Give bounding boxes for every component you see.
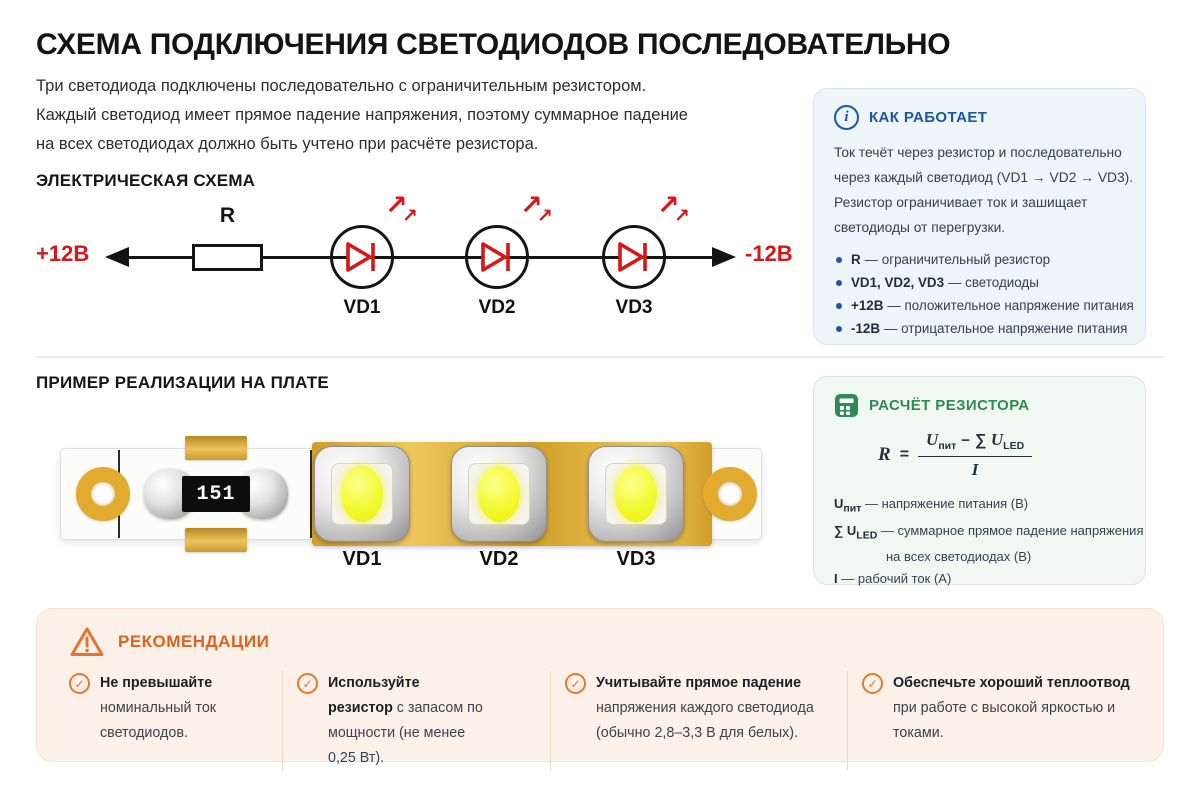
legend-term: +12В [851, 298, 884, 313]
legend-item: +12В— положительное напряжение питания [834, 294, 1134, 317]
formula-fraction: Uпит − ∑ ULED I [918, 430, 1033, 480]
info-icon-glyph: i [844, 109, 849, 125]
body-line: Ток течёт через резистор и последователь… [834, 145, 1122, 160]
smd-resistor: 151 [182, 476, 250, 512]
warning-icon [70, 627, 104, 656]
recommendations-title: РЕКОМЕНДАЦИИ [118, 632, 270, 651]
bullet-dot [836, 326, 842, 332]
definition-line: ∑ ULED — суммарное прямое падение напряж… [834, 522, 1144, 542]
smd-led-vd3 [588, 446, 684, 542]
section-divider [36, 356, 1164, 358]
resistor-calc-title: РАСЧЁТ РЕЗИСТОРА [869, 397, 1030, 414]
resistor-formula: R = Uпит − ∑ ULED I [878, 430, 1125, 480]
formula-numerator: Uпит − ∑ ULED [918, 430, 1033, 458]
led-chip [615, 466, 657, 522]
legend-desc: — ограничительный резистор [864, 252, 1051, 267]
solder-pad [185, 528, 247, 552]
formula-equals: = [899, 446, 910, 464]
led-symbol-vd2 [465, 225, 529, 289]
mounting-hole-right [703, 467, 757, 521]
check-icon: ✓ [69, 673, 90, 694]
body-line: Резистор ограничивает ток и зашищает [834, 195, 1088, 210]
recommendation-item: ✓ Обеспечьте хороший теплоотвод при рабо… [847, 671, 1133, 771]
recommendation-item: ✓ Учитывайте прямое падение напряжения к… [550, 671, 847, 771]
plus-terminal-label: +12В [36, 241, 90, 266]
check-icon: ✓ [565, 673, 586, 694]
bullet-dot [836, 303, 842, 309]
legend-item: -12В— отрицательное напряжение питания [834, 317, 1128, 340]
smd-led-vd2 [451, 446, 547, 542]
solder-pad [185, 436, 247, 460]
resistor-symbol [192, 244, 263, 271]
legend-term: VD1, VD2, VD3 [851, 275, 945, 290]
board-led-label-vd1: VD1 [342, 548, 382, 570]
check-icon: ✓ [297, 673, 318, 694]
led-label-vd3: VD3 [615, 297, 653, 318]
recommendation-item: ✓ Используйте резистор с запасом по мощн… [282, 671, 550, 771]
board-led-label-vd2: VD2 [479, 548, 519, 570]
intro-line: Три светодиода подключены последовательн… [36, 77, 647, 95]
wire-arrow-left-icon [105, 247, 129, 267]
board-heading: ПРИМЕР РЕАЛИЗАЦИИ НА ПЛАТЕ [36, 373, 329, 392]
led-symbol-vd1 [330, 225, 394, 289]
intro-line: на всех светодиодах должно быть учтено п… [36, 135, 539, 153]
legend-list: R— ограничительный резистор VD1, VD2, VD… [834, 248, 1134, 340]
minus-terminal-label: -12В [745, 241, 793, 266]
legend-desc: — светодиоды [948, 275, 1039, 290]
page-title: СХЕМА ПОДКЛЮЧЕНИЯ СВЕТОДИОДОВ ПОСЛЕДОВАТ… [36, 28, 951, 61]
how-it-works-body: Ток течёт через резистор и последователь… [834, 140, 1134, 240]
calculator-icon [835, 394, 858, 417]
circuit-wire [120, 256, 714, 259]
formula-definitions: Uпит — напряжение питания (В) ∑ ULED — с… [834, 493, 1144, 595]
formula-lhs: R [878, 444, 891, 466]
intro-text: Три светодиода подключены последовательн… [36, 72, 688, 159]
formula-denominator: I [971, 460, 979, 480]
recommendations-list: ✓ Не превышайте номинальный ток светодио… [69, 671, 1133, 771]
diode-icon [346, 242, 375, 272]
how-it-works-header: i КАК РАБОТАЕТ [834, 105, 1125, 130]
legend-term: R [851, 252, 861, 267]
light-emission-arrows-icon: ↗ ↗ [385, 190, 418, 227]
legend-item: R— ограничительный резистор [834, 248, 1125, 271]
light-emission-arrows-icon: ↗ ↗ [520, 190, 553, 227]
legend-desc: — положительное напряжение питания [887, 298, 1134, 313]
smd-led-vd1 [314, 446, 410, 542]
check-icon: ✓ [862, 673, 883, 694]
resistor-calc-header: РАСЧЁТ РЕЗИСТОРА [834, 393, 1125, 418]
schematic-heading: ЭЛЕКТРИЧЕСКАЯ СХЕМА [36, 171, 256, 190]
light-emission-arrows-icon: ↗ ↗ [657, 190, 690, 227]
led-symbol-vd3 [602, 225, 666, 289]
led-label-vd2: VD2 [478, 297, 516, 318]
intro-line: Каждый светодиод имеет прямое падение на… [36, 106, 688, 124]
board-led-label-vd3: VD3 [616, 548, 656, 570]
recommendations-header: РЕКОМЕНДАЦИИ [69, 626, 1133, 658]
led-chip [478, 466, 520, 522]
how-it-works-title: КАК РАБОТАЕТ [869, 109, 988, 126]
body-line: через каждый светодиод (VD1 → VD2 → VD3)… [834, 170, 1134, 185]
body-line: светодиоды от перегрузки. [834, 220, 1006, 235]
recommendation-item: ✓ Не превышайте номинальный ток светодио… [69, 671, 282, 771]
definition-line: Uпит — напряжение питания (В) [834, 496, 1029, 515]
diode-icon [481, 242, 510, 272]
wire-arrow-right-icon [712, 247, 736, 267]
pcb-photo: 151 VD1 VD2 VD3 [60, 412, 762, 577]
bullet-dot [836, 280, 842, 286]
legend-desc: — отрицательное напряжение питания [884, 321, 1128, 336]
definition-line-continuation: на всех светодиодах (В) [886, 549, 1032, 565]
info-icon: i [834, 105, 859, 130]
bullet-dot [836, 257, 842, 263]
how-it-works-panel: i КАК РАБОТАЕТ Ток течёт через резистор … [813, 88, 1146, 345]
legend-item: VD1, VD2, VD3— светодиоды [834, 271, 1125, 294]
recommendations-panel: РЕКОМЕНДАЦИИ ✓ Не превышайте номинальный… [36, 608, 1164, 771]
pcb-segment-line [310, 450, 312, 538]
legend-term: -12В [851, 321, 881, 336]
resistor-label: R [219, 204, 236, 227]
mounting-hole-left [76, 467, 130, 521]
led-chip [341, 466, 383, 522]
led-label-vd1: VD1 [343, 297, 381, 318]
resistor-calc-panel: РАСЧЁТ РЕЗИСТОРА R = Uпит − ∑ ULED I Uпи… [813, 376, 1146, 586]
definition-line: I — рабочий ток (А) [834, 571, 952, 587]
diode-icon [618, 242, 647, 272]
